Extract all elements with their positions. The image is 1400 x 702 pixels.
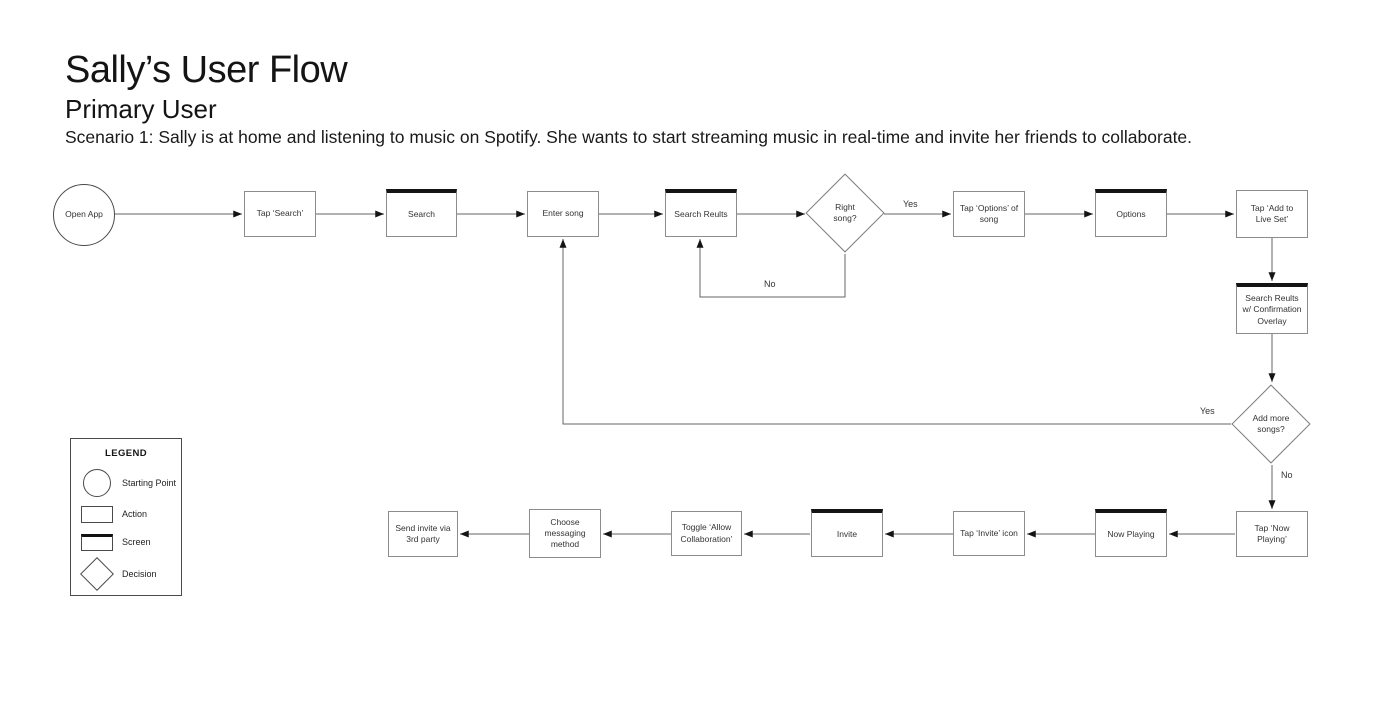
node-label: Choose messaging method bbox=[544, 516, 586, 550]
action-shape bbox=[81, 505, 113, 523]
edge-label-yes: Yes bbox=[1200, 406, 1215, 416]
node-label: Search Reults bbox=[674, 208, 728, 219]
legend-item-starting-point: Starting Point bbox=[79, 468, 177, 498]
node-label: Search bbox=[408, 208, 435, 219]
flow-node-add-more-songs-decision: Add more songs? bbox=[1231, 384, 1311, 464]
legend-shape-cell bbox=[79, 469, 115, 497]
edge-label-yes: Yes bbox=[903, 199, 918, 209]
flow-node-tap-add-to-live-set: Tap ‘Add to Live Set’ bbox=[1236, 190, 1308, 238]
screen-shape bbox=[81, 533, 113, 551]
node-label: Now Playing bbox=[1107, 528, 1155, 539]
flow-node-invite-screen: Invite bbox=[811, 509, 883, 557]
edge-label-no: No bbox=[764, 279, 776, 289]
flow-node-options-screen: Options bbox=[1095, 189, 1167, 237]
node-label: Invite bbox=[836, 528, 858, 539]
starting-point-shape bbox=[83, 469, 111, 497]
legend-shape-cell bbox=[79, 505, 115, 523]
legend-title: LEGEND bbox=[105, 448, 147, 459]
flow-node-open-app: Open App bbox=[53, 184, 115, 246]
node-label: Add more songs? bbox=[1252, 412, 1290, 434]
decision-shape bbox=[80, 557, 114, 591]
flow-node-search-screen: Search bbox=[386, 189, 457, 237]
flow-node-tap-invite-icon: Tap ‘Invite’ icon bbox=[953, 511, 1025, 556]
node-label: Tap ‘Search’ bbox=[256, 208, 304, 219]
node-label: Right song? bbox=[833, 201, 857, 223]
flow-node-send-invite-via-3rd-party: Send invite via 3rd party bbox=[388, 511, 458, 557]
flow-node-search-reults-screen: Search Reults bbox=[665, 189, 737, 237]
legend-item-action: Action bbox=[79, 504, 177, 524]
node-label: Search Reults w/ Confirmation Overlay bbox=[1242, 293, 1302, 326]
node-label: Enter song bbox=[542, 208, 584, 219]
flow-node-now-playing-screen: Now Playing bbox=[1095, 509, 1167, 557]
legend-shape-cell bbox=[79, 533, 115, 551]
node-label: Options bbox=[1116, 208, 1146, 219]
node-label: Tap ‘Invite’ icon bbox=[960, 527, 1018, 538]
flow-node-tap-options-of-song: Tap ‘Options’ of song bbox=[953, 191, 1025, 237]
legend-box: LEGEND Starting Point Action Screen Deci… bbox=[70, 438, 182, 596]
flow-node-choose-messaging-method: Choose messaging method bbox=[529, 509, 601, 558]
connector-add-more-songs-yes-to-enter-song bbox=[559, 239, 1231, 425]
flow-node-tap-now-playing: Tap ‘Now Playing’ bbox=[1236, 511, 1308, 557]
node-label: Tap ‘Now Playing’ bbox=[1254, 522, 1290, 544]
node-label: Tap ‘Options’ of song bbox=[959, 202, 1019, 224]
page-subtitle: Primary User bbox=[65, 94, 217, 124]
edge-label-no: No bbox=[1281, 470, 1293, 480]
legend-item-label: Starting Point bbox=[122, 478, 177, 488]
flow-node-tap-search: Tap ‘Search’ bbox=[244, 191, 316, 237]
legend-item-screen: Screen bbox=[79, 532, 177, 552]
legend-item-label: Screen bbox=[122, 537, 151, 547]
flow-node-enter-song: Enter song bbox=[527, 191, 599, 237]
page-title: Sally’s User Flow bbox=[65, 49, 348, 91]
node-label: Open App bbox=[65, 209, 103, 220]
flow-node-right-song-decision: Right song? bbox=[805, 173, 885, 253]
legend-item-label: Decision bbox=[122, 569, 157, 579]
legend-item-decision: Decision bbox=[79, 557, 177, 591]
node-label: Toggle ‘Allow Collaboration’ bbox=[680, 522, 733, 544]
flow-node-search-reults-confirmation-screen: Search Reults w/ Confirmation Overlay bbox=[1236, 283, 1308, 334]
node-label: Send invite via 3rd party bbox=[395, 522, 451, 544]
legend-item-label: Action bbox=[122, 509, 148, 519]
node-label: Tap ‘Add to Live Set’ bbox=[1250, 202, 1294, 224]
scenario-description: Scenario 1: Sally is at home and listeni… bbox=[65, 127, 1193, 147]
legend-shape-cell bbox=[79, 557, 115, 591]
flow-node-toggle-allow-collaboration: Toggle ‘Allow Collaboration’ bbox=[671, 511, 742, 556]
